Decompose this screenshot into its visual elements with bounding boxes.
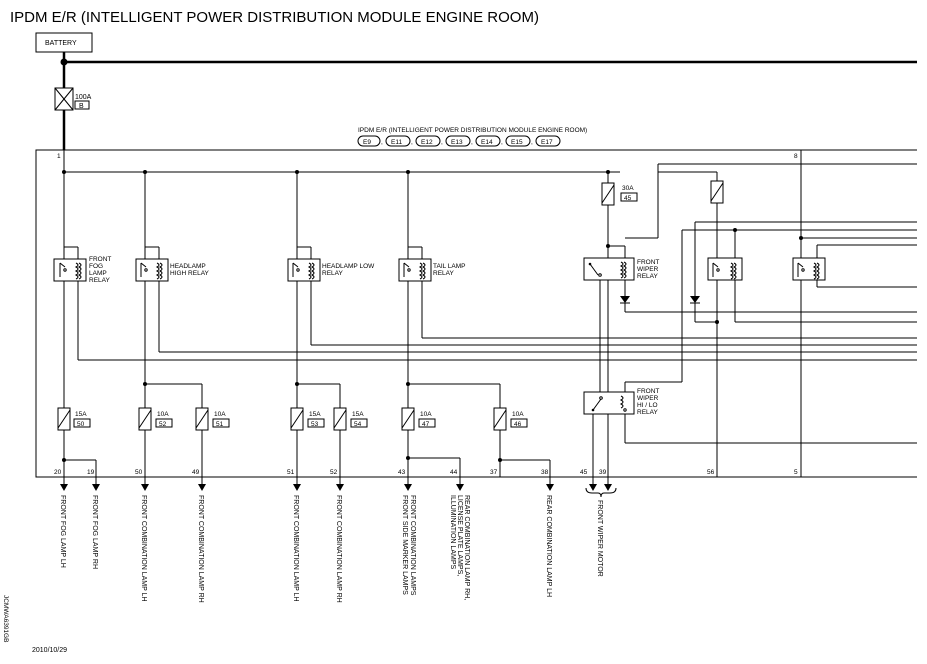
fuse-id: 45 bbox=[624, 195, 632, 202]
fuse-id: 47 bbox=[422, 421, 430, 428]
pin-label: 44 bbox=[450, 469, 458, 476]
pin-label: 45 bbox=[580, 469, 588, 476]
fuse-id: 46 bbox=[514, 421, 522, 428]
module-outline bbox=[35, 149, 917, 478]
svg-text:,: , bbox=[471, 139, 473, 146]
battery-label: BATTERY bbox=[45, 40, 77, 47]
fuse-rating: 30A bbox=[622, 185, 634, 192]
pin-label: 5 bbox=[794, 469, 798, 476]
relay-label: HEADLAMP LOW bbox=[322, 263, 375, 270]
fuse-rating: 10A bbox=[512, 411, 524, 418]
relay-unlabeled-2 bbox=[792, 257, 826, 281]
svg-text:,: , bbox=[411, 139, 413, 146]
fuse-id: 52 bbox=[159, 421, 167, 428]
headlamp-high-relay bbox=[135, 258, 169, 282]
diagram-title: IPDM E/R (INTELLIGENT POWER DISTRIBUTION… bbox=[10, 9, 539, 26]
output-label: FRONT COMBINATION LAMP RH bbox=[197, 495, 204, 603]
relay-label: RELAY bbox=[637, 273, 658, 280]
connector-tag: E11 bbox=[391, 139, 402, 146]
relay-unlabeled-1 bbox=[707, 257, 743, 281]
front-wiper-relay bbox=[583, 257, 635, 281]
relay-label: WIPER bbox=[637, 266, 659, 273]
fuse-rating: 10A bbox=[214, 411, 226, 418]
fuse-rating: 15A bbox=[75, 411, 87, 418]
diode-symbol bbox=[690, 296, 700, 303]
pin-label: 50 bbox=[135, 469, 143, 476]
pin-label: 20 bbox=[54, 469, 62, 476]
fuse-rating: 10A bbox=[420, 411, 432, 418]
fusible-link-rating: 100A bbox=[75, 94, 92, 101]
fuse-rating: 15A bbox=[309, 411, 321, 418]
output-label: ILLUMINATION LAMPS bbox=[449, 495, 456, 569]
relay-label: HIGH RELAY bbox=[170, 270, 210, 277]
connector-tag: E12 bbox=[421, 139, 433, 146]
fuse-id: 51 bbox=[216, 421, 224, 428]
relay-label: TAIL LAMP bbox=[433, 263, 466, 270]
diode-symbol bbox=[620, 296, 630, 303]
front-wiper-hi-lo-relay bbox=[583, 391, 635, 415]
front-fog-lamp-relay bbox=[53, 258, 87, 282]
output-label: FRONT SIDE MARKER LAMPS bbox=[401, 495, 408, 595]
output-label: FRONT COMBINATION LAMPS bbox=[409, 495, 416, 596]
pin-label: 1 bbox=[57, 153, 61, 160]
pin-label: 37 bbox=[490, 469, 498, 476]
relay-label: LAMP bbox=[89, 270, 107, 277]
connector-tag: E9 bbox=[363, 139, 371, 146]
pin-label: 19 bbox=[87, 469, 95, 476]
connector-tag: E15 bbox=[511, 139, 523, 146]
fuse-id: 53 bbox=[311, 421, 319, 428]
relay-label: FRONT bbox=[637, 259, 659, 266]
relay-label: FRONT bbox=[637, 388, 659, 395]
output-label: LICENSE PLATE LAMPS, bbox=[456, 495, 463, 576]
relay-label: FRONT bbox=[89, 256, 111, 263]
pin-label: 43 bbox=[398, 469, 406, 476]
relay-label: HI / LO bbox=[637, 402, 658, 409]
pin-label: 56 bbox=[707, 469, 715, 476]
fusible-link-id: B bbox=[79, 103, 84, 110]
output-label: FRONT WIPER MOTOR bbox=[596, 500, 603, 577]
output-label: REAR COMBINATION LAMP LH bbox=[545, 495, 552, 597]
pin-label: 38 bbox=[541, 469, 549, 476]
relay-label: RELAY bbox=[433, 270, 454, 277]
tail-lamp-relay bbox=[398, 258, 432, 282]
diagram-code: JCMWA6391GB bbox=[2, 595, 9, 642]
svg-text:,: , bbox=[381, 139, 383, 146]
relay-label: FOG bbox=[89, 263, 103, 270]
output-label: FRONT COMBINATION LAMP RH bbox=[335, 495, 342, 603]
relay-label: WIPER bbox=[637, 395, 659, 402]
relay-label: HEADLAMP bbox=[170, 263, 206, 270]
pin-label: 49 bbox=[192, 469, 200, 476]
output-label: FRONT COMBINATION LAMP LH bbox=[140, 495, 147, 602]
fuse-rating: 10A bbox=[157, 411, 169, 418]
connector-tag: E14 bbox=[481, 139, 493, 146]
pin-label: 8 bbox=[794, 153, 798, 160]
pin-label: 51 bbox=[287, 469, 295, 476]
fuse-rating: 15A bbox=[352, 411, 364, 418]
relay-label: RELAY bbox=[637, 409, 658, 416]
svg-text:,: , bbox=[531, 139, 533, 146]
diagram-date: 2010/10/29 bbox=[32, 647, 67, 654]
connector-tag: E17 bbox=[541, 139, 553, 146]
fuse-id: 50 bbox=[77, 421, 85, 428]
output-label: FRONT FOG LAMP RH bbox=[91, 495, 98, 569]
output-label: FRONT FOG LAMP LH bbox=[59, 495, 66, 568]
output-label: FRONT COMBINATION LAMP LH bbox=[292, 495, 299, 602]
connector-tag: E13 bbox=[451, 139, 463, 146]
relay-label: RELAY bbox=[89, 277, 110, 284]
svg-text:,: , bbox=[441, 139, 443, 146]
svg-text:,: , bbox=[501, 139, 503, 146]
relay-label: RELAY bbox=[322, 270, 343, 277]
module-label: IPDM E/R (INTELLIGENT POWER DISTRIBUTION… bbox=[358, 127, 587, 134]
output-label: REAR COMBINATION LAMP RH, bbox=[463, 495, 470, 600]
pin-label: 39 bbox=[599, 469, 607, 476]
headlamp-low-relay bbox=[287, 258, 321, 282]
output-arrows bbox=[60, 477, 617, 498]
connector-list: E9 , E11 , E12 , E13 , E14 , E15 , E17 bbox=[357, 135, 561, 147]
fuse-id: 54 bbox=[354, 421, 362, 428]
pin-label: 52 bbox=[330, 469, 338, 476]
junction-dot bbox=[60, 58, 68, 66]
